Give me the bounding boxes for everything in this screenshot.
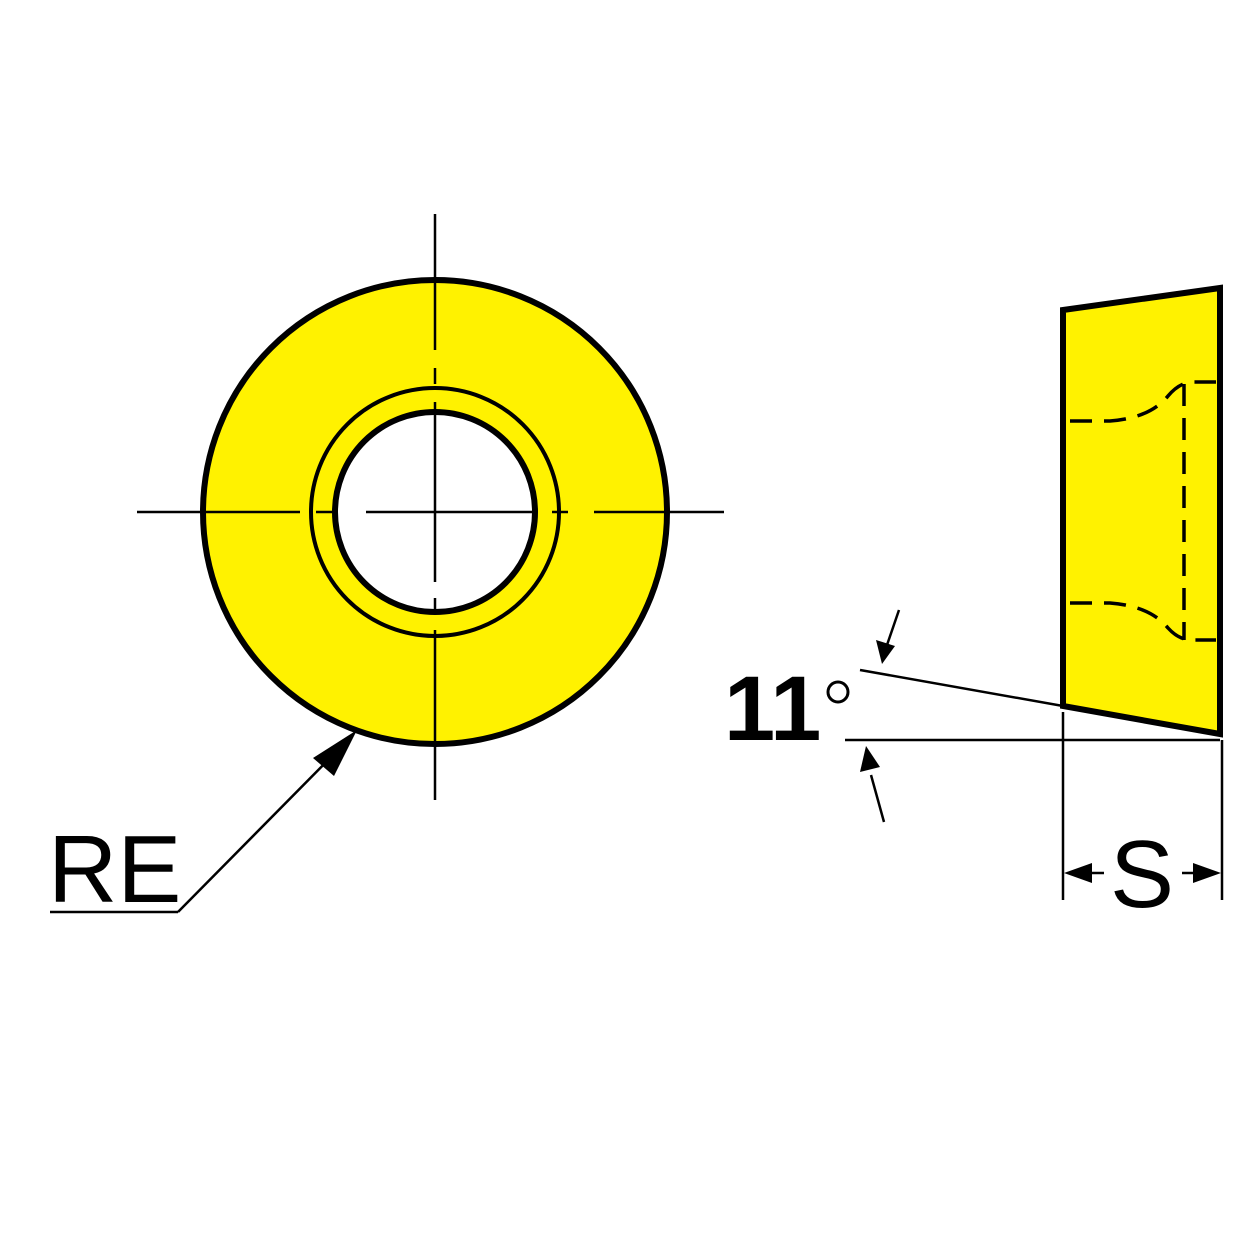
hidden-lines — [1070, 380, 1216, 642]
thickness-arrowhead-left — [1064, 863, 1092, 883]
front-view: RE — [48, 214, 724, 923]
angle-arrow-top-stem — [885, 609, 901, 646]
thickness-arrowhead-right — [1193, 863, 1221, 883]
side-view: 11 ° S — [0, 0, 1224, 928]
angle-arrowhead-top — [876, 640, 895, 664]
center-lines — [137, 214, 724, 800]
radius-arrowhead — [313, 730, 357, 776]
radius-leader — [50, 730, 357, 914]
radius-label: RE — [48, 816, 181, 923]
angle-label: 11 — [724, 658, 821, 760]
radius-leader-line — [177, 747, 341, 913]
insert-side-profile — [1060, 284, 1223, 738]
angle-reference-line — [859, 668, 1064, 708]
angle-value: 11 — [724, 658, 821, 760]
hidden-line-upper — [1070, 380, 1216, 423]
angle-unit-label: ° — [0, 0, 16, 9]
thickness-label: S — [1110, 821, 1174, 928]
angle-arrowhead-bottom — [860, 746, 880, 772]
hidden-line-lower — [1070, 601, 1216, 642]
degree-symbol — [826, 680, 850, 704]
angle-dimension — [845, 609, 1220, 823]
angle-arrow-bottom-stem — [869, 774, 886, 823]
